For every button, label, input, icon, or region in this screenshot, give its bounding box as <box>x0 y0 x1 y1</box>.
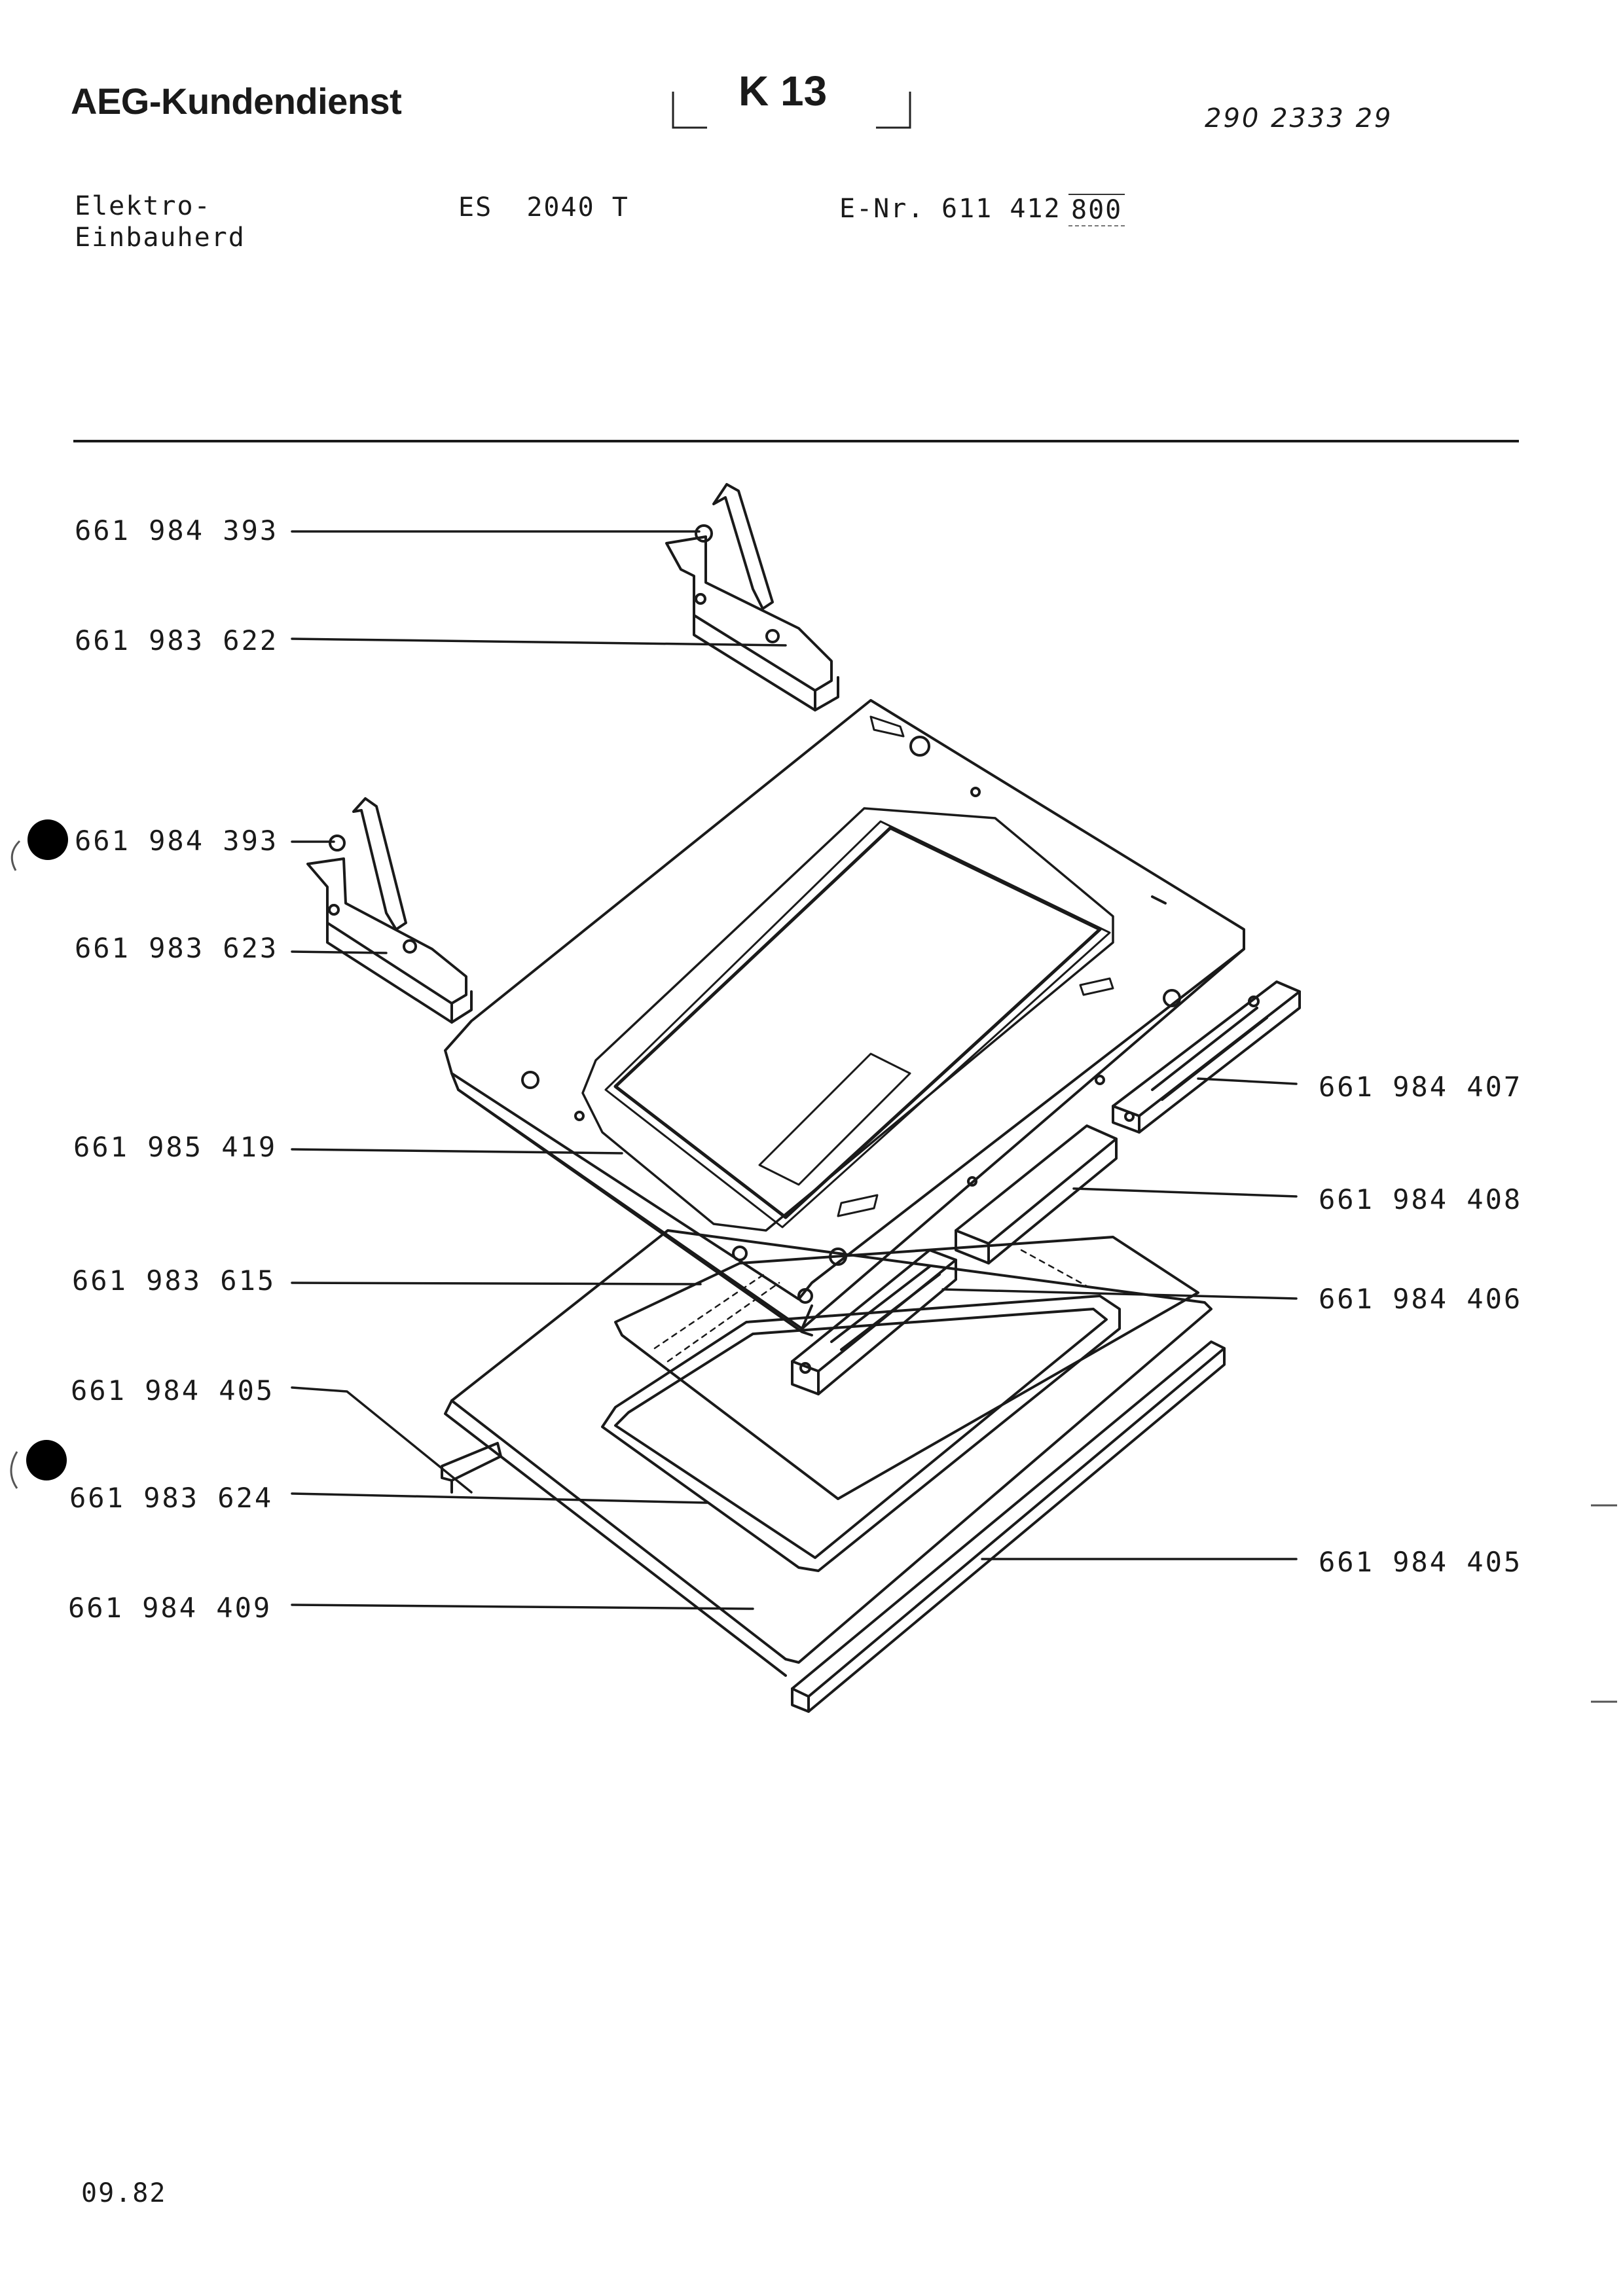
outer-glass-409 <box>444 1229 1213 1677</box>
new-part-marker-dot <box>26 1440 67 1480</box>
part-number-left: 661 984 405 <box>71 1374 275 1407</box>
leader-lines-left <box>291 530 787 1610</box>
enr-label: E-Nr. <box>839 194 925 224</box>
glass-pane-615 <box>614 1236 1199 1500</box>
hinge-left <box>306 797 473 1024</box>
part-number-left: 661 983 623 <box>75 932 279 964</box>
leader-lines-right <box>941 1077 1298 1560</box>
spacer-block-408 <box>955 1124 1118 1265</box>
product-type-line2: Einbauherd <box>75 223 246 253</box>
part-number-left: 661 983 615 <box>72 1265 276 1297</box>
part-number-right: 661 984 405 <box>1319 1546 1523 1578</box>
trim-strip-405-long <box>791 1340 1226 1713</box>
enr-suffix: 800 <box>1068 194 1125 226</box>
sheet-bracket-marks <box>672 92 911 129</box>
part-number-right: 661 984 408 <box>1319 1183 1523 1215</box>
brand-title: AEG-Kundendienst <box>71 81 402 122</box>
part-number-right: 661 984 406 <box>1319 1283 1523 1315</box>
part-number-right: 661 984 407 <box>1319 1071 1523 1103</box>
part-number-left: 661 983 622 <box>75 624 279 656</box>
part-number-left: 661 984 393 <box>75 514 279 547</box>
enr-value: 611 412 <box>941 194 1061 224</box>
header-divider <box>73 440 1519 442</box>
print-date: 09.82 <box>81 2178 167 2208</box>
side-rail-407 <box>1112 980 1301 1134</box>
inner-door-frame <box>444 699 1245 1336</box>
side-rail-406 <box>791 1249 957 1395</box>
part-number-left: 661 983 624 <box>69 1482 274 1514</box>
sheet-number: K 13 <box>739 67 828 115</box>
seal-frame-624 <box>601 1295 1121 1572</box>
trim-strip-405-left <box>441 1442 502 1494</box>
document-number: 290 2333 29 <box>1205 103 1393 134</box>
model-number: ES 2040 T <box>458 192 629 223</box>
new-part-marker-dot <box>27 819 68 860</box>
product-type-line1: Elektro- <box>75 191 211 221</box>
hinge-upper-right <box>665 483 839 711</box>
part-number-left: 661 984 393 <box>75 825 279 857</box>
part-number-left: 661 985 419 <box>73 1131 278 1163</box>
part-number-left: 661 984 409 <box>68 1592 272 1624</box>
